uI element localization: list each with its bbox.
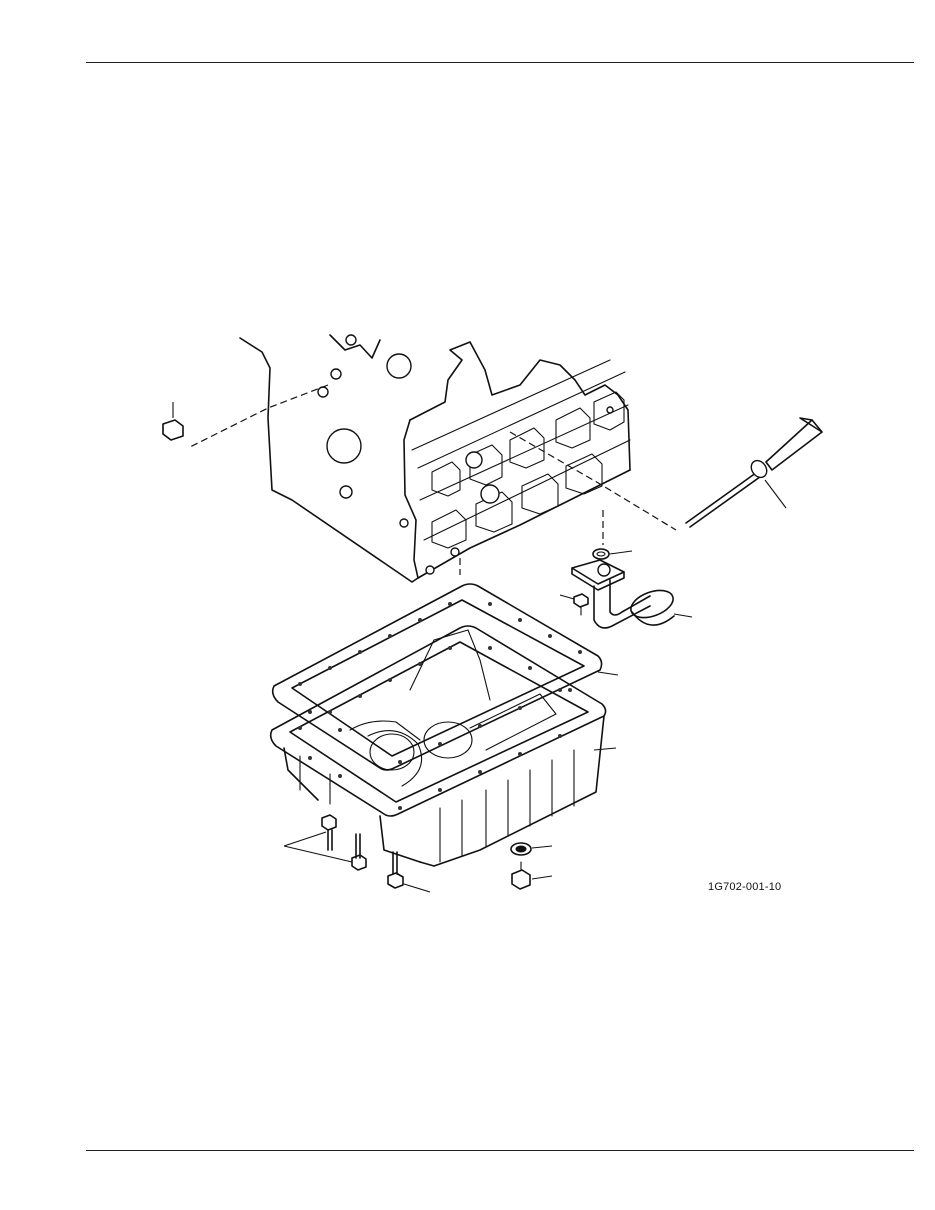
o-ring-icon xyxy=(592,548,633,560)
assembly-line-plug xyxy=(187,384,329,449)
bolt-icon xyxy=(387,851,431,893)
footer-rule xyxy=(86,1150,914,1151)
dipstick-icon xyxy=(685,417,823,528)
header-rule xyxy=(86,62,914,63)
oil-pan-icon xyxy=(269,625,617,867)
bolt-icon xyxy=(559,593,589,616)
strainer-icon xyxy=(571,559,693,629)
assembly-line-dipstick xyxy=(509,431,677,531)
gasket-icon xyxy=(271,583,619,771)
bolt-icon xyxy=(283,814,367,871)
figure-id-label: 1G702-001-10 xyxy=(708,881,782,893)
engine-block xyxy=(239,334,631,583)
plug-icon xyxy=(511,861,553,890)
plug-icon xyxy=(162,402,184,441)
washer-icon xyxy=(510,842,553,856)
